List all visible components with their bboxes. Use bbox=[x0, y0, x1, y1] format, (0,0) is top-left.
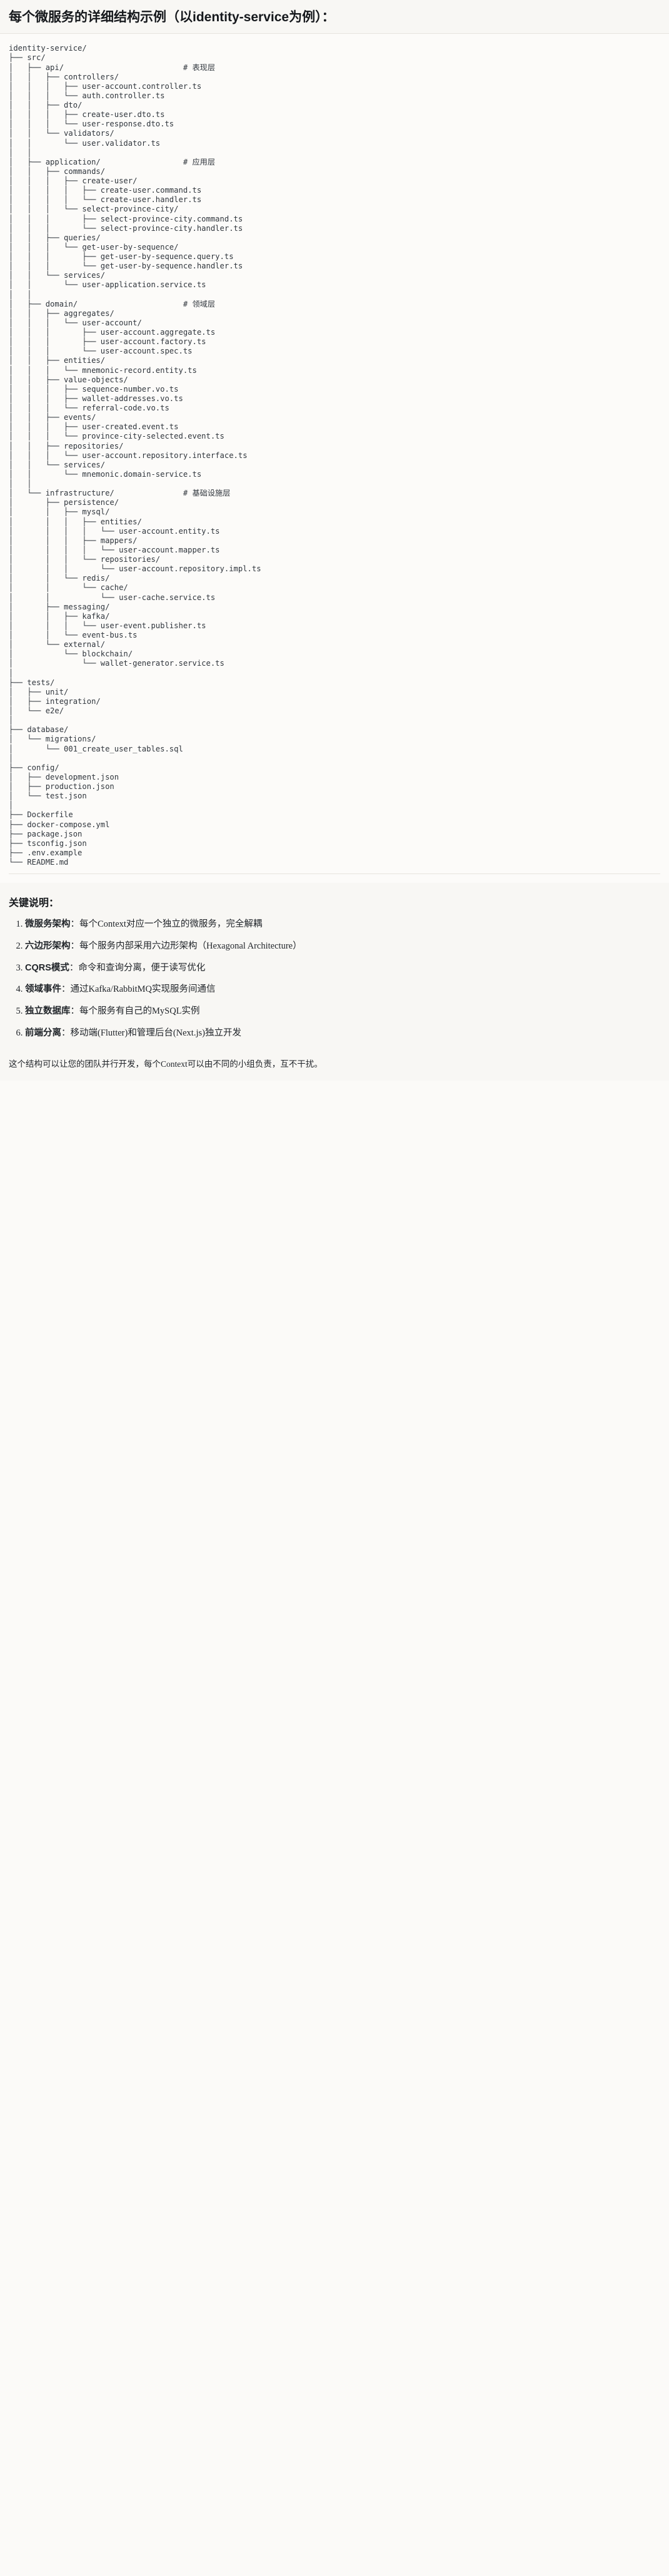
key-notes-section: 关键说明： 微服务架构：每个Context对应一个独立的微服务，完全解耦 六边形… bbox=[0, 883, 669, 1055]
list-item: 领域事件：通过Kafka/RabbitMQ实现服务间通信 bbox=[25, 983, 660, 997]
note-value: ：通过Kafka/RabbitMQ实现服务间通信 bbox=[61, 984, 216, 995]
note-value: ：每个服务内部采用六边形架构（Hexagonal Architecture） bbox=[70, 940, 302, 951]
note-key: 前端分离 bbox=[25, 1027, 61, 1038]
section-divider bbox=[9, 873, 660, 875]
closing-paragraph: 这个结构可以让您的团队并行开发，每个Context可以由不同的小组负责，互不干扰… bbox=[0, 1054, 669, 1081]
directory-tree: identity-service/ ├── src/ │ ├── api/ # … bbox=[9, 44, 261, 867]
note-key: 微服务架构 bbox=[25, 919, 71, 930]
note-value: ：移动端(Flutter)和管理后台(Next.js)独立开发 bbox=[61, 1027, 241, 1038]
list-item: 独立数据库：每个服务有自己的MySQL实例 bbox=[25, 1005, 660, 1019]
key-notes-list: 微服务架构：每个Context对应一个独立的微服务，完全解耦 六边形架构：每个服… bbox=[9, 918, 660, 1041]
document-page: 每个微服务的详细结构示例（以identity-service为例）： ident… bbox=[0, 0, 669, 1081]
list-item: 微服务架构：每个Context对应一个独立的微服务，完全解耦 bbox=[25, 918, 660, 932]
note-key: 六边形架构 bbox=[25, 940, 71, 951]
list-item: 六边形架构：每个服务内部采用六边形架构（Hexagonal Architectu… bbox=[25, 940, 660, 954]
key-notes-heading: 关键说明： bbox=[9, 898, 59, 909]
note-value: ：每个Context对应一个独立的微服务，完全解耦 bbox=[70, 919, 263, 930]
page-title: 每个微服务的详细结构示例（以identity-service为例）： bbox=[9, 10, 335, 24]
list-item: CQRS模式：命令和查询分离，便于读写优化 bbox=[25, 962, 660, 975]
directory-tree-block: identity-service/ ├── src/ │ ├── api/ # … bbox=[0, 34, 669, 883]
list-item: 前端分离：移动端(Flutter)和管理后台(Next.js)独立开发 bbox=[25, 1027, 660, 1041]
note-key: 独立数据库 bbox=[25, 1006, 71, 1017]
note-key: 领域事件 bbox=[25, 984, 61, 995]
title-bar: 每个微服务的详细结构示例（以identity-service为例）： bbox=[0, 0, 669, 34]
note-key: CQRS模式 bbox=[25, 962, 69, 973]
note-value: ：每个服务有自己的MySQL实例 bbox=[70, 1006, 200, 1017]
note-value: ：命令和查询分离，便于读写优化 bbox=[69, 962, 206, 973]
